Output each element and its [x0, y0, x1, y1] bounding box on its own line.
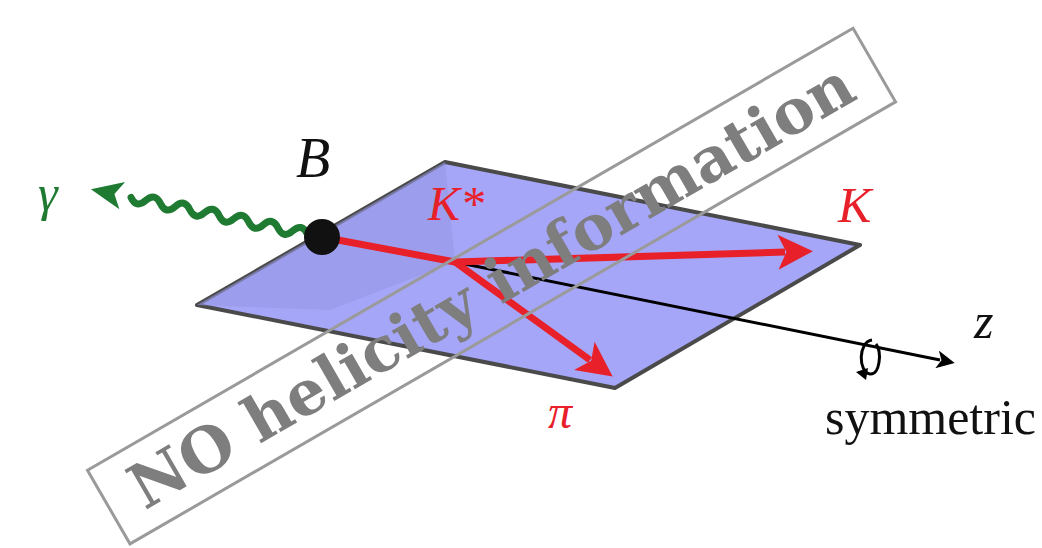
photon-label: γ: [38, 168, 58, 218]
kstar-track: [322, 237, 455, 262]
axis-label: z: [974, 296, 993, 346]
photon-wave: [88, 175, 325, 250]
kaon-label: K: [838, 180, 871, 230]
b-meson-dot: [304, 219, 340, 255]
kstar-label: K*: [428, 180, 484, 228]
rotation-arrowhead: [856, 368, 868, 380]
pion-label: π: [548, 388, 572, 436]
meson-label: B: [296, 130, 330, 186]
symmetry-note: symmetric: [825, 392, 1036, 442]
rotation-symbol: [861, 340, 879, 374]
